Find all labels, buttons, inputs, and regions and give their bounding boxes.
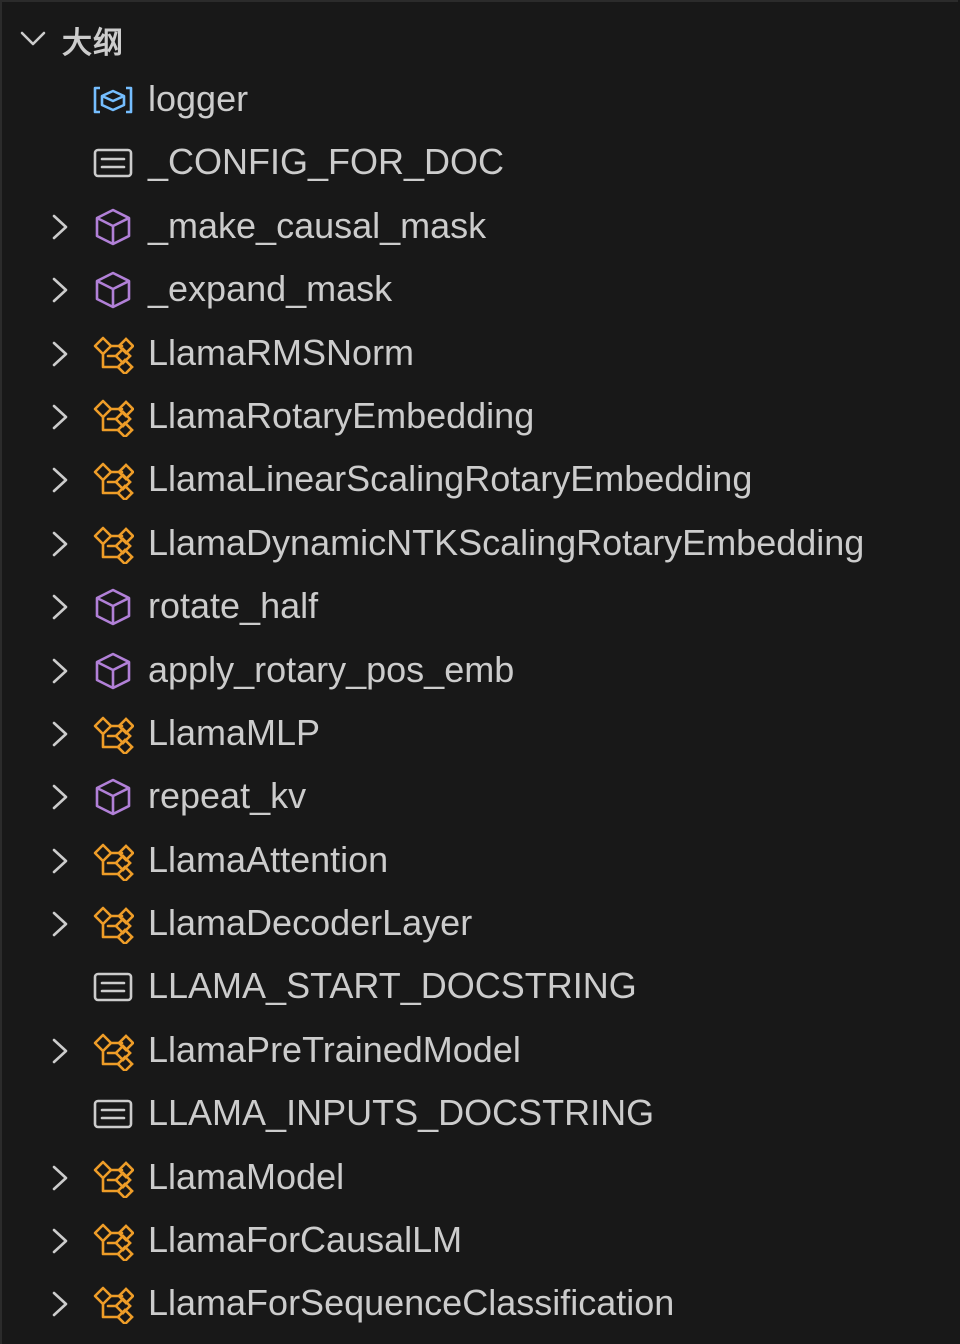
chevron-right-icon[interactable] [48,276,72,304]
outline-item-label: _CONFIG_FOR_DOC [148,141,505,183]
symbol-method-icon [95,208,131,246]
chevron-right-icon[interactable] [48,720,72,748]
outline-item[interactable]: LlamaPreTrainedModel [2,1019,958,1082]
outline-item-label: rotate_half [148,585,319,627]
outline-item-label: LlamaRotaryEmbedding [148,394,535,436]
chevron-right-icon[interactable] [48,910,72,938]
chevron-right-icon[interactable] [48,466,72,494]
chevron-right-icon[interactable] [48,657,72,685]
outline-item[interactable]: LLAMA_INPUTS_DOCSTRING [2,1082,958,1145]
outline-item[interactable]: apply_rotary_pos_emb [2,639,958,702]
outline-item-label: LlamaForCausalLM [148,1219,463,1261]
symbol-class-icon [93,463,134,501]
chevron-right-icon[interactable] [48,1290,72,1318]
symbol-constant-icon [93,1099,133,1129]
outline-item[interactable]: logger [2,68,958,131]
chevron-right-icon[interactable] [48,783,72,811]
symbol-class-icon [93,1160,134,1198]
outline-item[interactable]: LLAMA_START_DOCSTRING [2,955,958,1018]
outline-item[interactable]: LlamaForSequenceClassification [2,1272,958,1335]
outline-item-label: _expand_mask [148,268,393,310]
outline-item[interactable]: LlamaDecoderLayer [2,892,958,955]
chevron-right-icon[interactable] [48,847,72,875]
chevron-right-icon[interactable] [48,593,72,621]
outline-item[interactable]: LlamaModel [2,1146,958,1209]
symbol-constant-icon [93,149,133,178]
chevron-right-icon[interactable] [48,213,72,241]
outline-item[interactable]: LlamaLinearScalingRotaryEmbedding [2,448,958,511]
outline-item-label: LlamaDynamicNTKScalingRotaryEmbedding [148,521,865,563]
symbol-class-icon [93,1033,134,1071]
chevron-right-icon[interactable] [48,1227,72,1255]
outline-item[interactable]: LlamaRMSNorm [2,322,958,385]
outline-item[interactable]: repeat_kv [2,765,958,828]
outline-item-label: apply_rotary_pos_emb [148,648,515,690]
symbol-method-icon [95,271,131,309]
chevron-right-icon[interactable] [48,530,72,558]
chevron-right-icon[interactable] [48,340,72,368]
outline-item[interactable]: _CONFIG_FOR_DOC [2,131,958,194]
outline-section-header[interactable]: 大纲 [2,4,958,68]
outline-item-label: LlamaPreTrainedModel [148,1028,521,1070]
symbol-constant-icon [93,973,133,1002]
outline-item-label: LlamaForSequenceClassification [148,1282,675,1324]
symbol-variable-icon [93,86,133,114]
symbol-class-icon [93,1287,134,1325]
outline-item-label: _make_causal_mask [148,204,487,246]
symbol-method-icon [95,652,131,689]
symbol-method-icon [95,588,131,626]
symbol-class-icon [93,906,134,945]
outline-item[interactable]: LlamaAttention [2,829,958,892]
outline-item-label: logger [148,78,249,119]
symbol-class-icon [93,843,134,881]
chevron-down-icon[interactable] [18,26,48,52]
outline-item-label: LlamaMLP [148,711,321,753]
outline-item[interactable]: LlamaDynamicNTKScalingRotaryEmbedding [2,512,958,575]
outline-item-label: repeat_kv [148,775,307,817]
symbol-class-icon [93,1223,134,1262]
outline-item-label: LLAMA_INPUTS_DOCSTRING [148,1092,655,1134]
outline-item[interactable]: _make_causal_mask [2,195,958,258]
outline-item[interactable]: LlamaRotaryEmbedding [2,385,958,448]
outline-title: 大纲 [62,26,124,61]
outline-item-label: LlamaRMSNorm [148,331,415,373]
symbol-method-icon [95,778,131,816]
outline-item-label: LLAMA_START_DOCSTRING [148,965,637,1007]
chevron-right-icon[interactable] [48,1037,72,1065]
outline-tree: logger _CONFIG_FOR_DOC _make_causal_mask _e… [2,68,958,1336]
outline-item[interactable]: LlamaMLP [2,702,958,765]
outline-item[interactable]: _expand_mask [2,258,958,321]
outline-item[interactable]: LlamaForCausalLM [2,1209,958,1272]
symbol-class-icon [93,336,134,374]
chevron-right-icon[interactable] [48,403,72,431]
chevron-right-icon[interactable] [48,1164,72,1192]
symbol-class-icon [93,526,134,564]
outline-item-label: LlamaDecoderLayer [148,902,473,944]
outline-item[interactable]: rotate_half [2,575,958,638]
outline-item-label: LlamaAttention [148,838,389,880]
symbol-class-icon [93,399,134,437]
outline-item-label: LlamaLinearScalingRotaryEmbedding [148,458,753,500]
symbol-class-icon [93,716,134,754]
outline-item-label: LlamaModel [148,1155,345,1197]
